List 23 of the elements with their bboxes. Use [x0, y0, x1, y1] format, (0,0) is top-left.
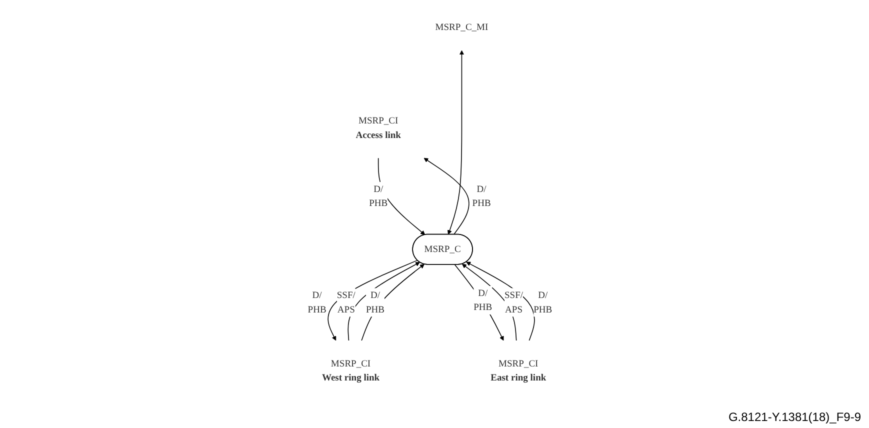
arrow — [454, 264, 504, 341]
edge-label: SSF/ APS — [337, 290, 356, 315]
node-label: West ring link — [322, 372, 380, 383]
arrow — [466, 262, 536, 341]
arrow — [362, 264, 425, 341]
edge-label: D/ PHB — [366, 290, 385, 315]
figure-number: G.8121-Y.1381(18)_F9-9 — [728, 410, 861, 424]
node-text: MSRP_CI — [331, 358, 372, 369]
edge-label: D/ PHB — [534, 290, 553, 315]
arrow — [424, 158, 470, 235]
node-label: Access link — [356, 130, 402, 140]
node-text: MSRP_CI — [358, 115, 399, 126]
edge-label: D/ PHB — [472, 183, 492, 208]
edge-label: D/ PHB — [474, 287, 493, 312]
arrow — [462, 264, 518, 341]
arrow — [348, 262, 420, 341]
edge-label: SSF/ APS — [504, 290, 524, 315]
node-text: MSRP_C_MI — [436, 22, 489, 32]
node-label: East ring link — [491, 372, 547, 383]
edge-label: D/ PHB — [370, 183, 388, 208]
edge-label: D/ PHB — [308, 290, 327, 315]
arrow — [448, 50, 464, 235]
node-text: MSRP_CI — [498, 358, 539, 369]
